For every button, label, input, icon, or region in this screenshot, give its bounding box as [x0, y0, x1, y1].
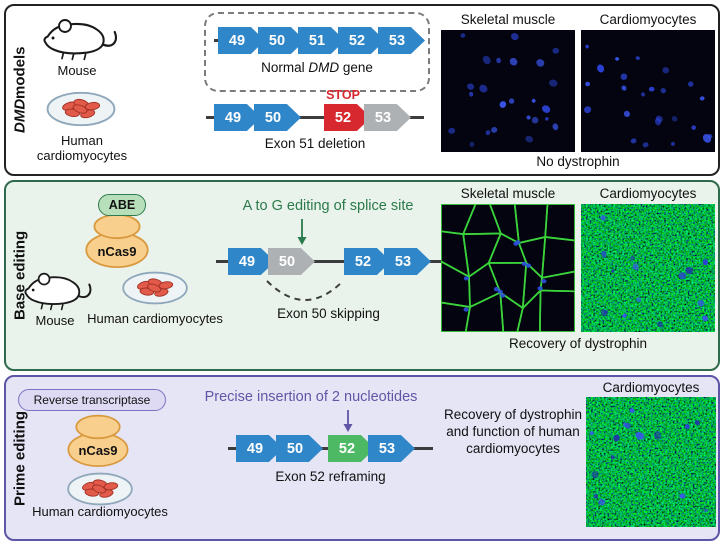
base-edit-description: A to G editing of splice site	[242, 198, 414, 214]
exon-52-reframed: 52	[328, 435, 375, 462]
reverse-transcriptase-badge: Reverse transcriptase	[18, 389, 166, 411]
exon-53: 53	[368, 435, 415, 462]
exon-49: 49	[228, 248, 275, 275]
result-no-dystrophin: No dystrophin	[536, 154, 620, 169]
exon-52-stop: 52	[324, 104, 371, 131]
prime-edit-description: Precise insertion of 2 nucleotides	[204, 389, 418, 405]
micrograph-title-cardiomyocytes: Cardiomyocytes	[599, 186, 697, 201]
exon-50: 50	[258, 27, 305, 54]
normal-gene-box: 49 50 51 52 53 Normal DMD gene	[204, 12, 430, 92]
panel-label-dmd-rest: models	[11, 46, 29, 100]
petri-dish-icon	[122, 271, 188, 305]
human-cardiomyocytes-label: Human cardiomyocytes	[87, 311, 223, 326]
panel-label-dmd-italic: DMD	[11, 99, 29, 134]
petri-dish-icon	[67, 472, 133, 506]
ncas9-label: nCas9	[78, 443, 118, 458]
gene-line	[216, 260, 441, 263]
prime-editing-gene-row: 49 50 52 53	[228, 435, 433, 462]
mouse-label: Mouse	[57, 63, 97, 78]
normal-gene-caption: Normal DMD gene	[206, 60, 428, 75]
reframing-caption: Exon 52 reframing	[275, 469, 386, 484]
ncas9-icon	[67, 414, 129, 467]
micrograph-title-cardiomyocytes: Cardiomyocytes	[602, 380, 700, 395]
panel-prime-editing: Prime editing Reverse transcriptase nCas…	[4, 375, 720, 541]
exon-skip-arc-icon	[266, 280, 344, 301]
normal-gene-caption-post: gene	[339, 60, 373, 75]
ncas9-icon	[85, 213, 149, 268]
micrograph-skeletal-muscle-dystrophin	[441, 204, 575, 332]
exon-53: 53	[378, 27, 425, 54]
exon-51: 51	[298, 27, 345, 54]
exon-53: 53	[384, 248, 431, 275]
mouse-icon	[24, 272, 92, 311]
normal-gene-caption-italic: DMD	[308, 60, 340, 75]
skipping-caption: Exon 50 skipping	[277, 306, 380, 321]
base-editing-gene-row: 49 50 52 53	[216, 248, 441, 275]
micrograph-cardiomyocytes-prime	[586, 397, 716, 527]
deletion-caption: Exon 51 deletion	[264, 136, 366, 151]
exon-50: 50	[276, 435, 323, 462]
exon-49: 49	[214, 104, 261, 131]
normal-gene-caption-pre: Normal	[261, 60, 309, 75]
exon-50: 50	[254, 104, 301, 131]
exon-52: 52	[344, 248, 391, 275]
micrograph-cardiomyocytes-dystrophin	[581, 204, 715, 332]
micrograph-title-cardiomyocytes: Cardiomyocytes	[599, 12, 697, 27]
ncas9-label: nCas9	[97, 244, 137, 259]
micrograph-cardiomyocytes-no-dystrophin	[581, 30, 715, 152]
panel-base-editing: Base editing nCas9 ABE Mouse	[4, 180, 720, 371]
exon-49: 49	[236, 435, 283, 462]
exon-53-out-of-frame: 53	[364, 104, 411, 131]
deletion-gene-row: STOP 49 50 52 53	[206, 88, 424, 131]
human-cardiomyocytes-label: Human cardiomyocytes	[32, 504, 168, 519]
mouse-label: Mouse	[35, 313, 75, 328]
stop-codon-label: STOP	[326, 88, 360, 102]
micrograph-title-skeletal-muscle: Skeletal muscle	[460, 12, 556, 27]
abe-badge: ABE	[98, 194, 146, 216]
panel-dmd-models: DMD models Mouse Human cardiomyocytes	[4, 4, 720, 176]
micrograph-title-skeletal-muscle: Skeletal muscle	[460, 186, 556, 201]
human-cardiomyocytes-label: Human cardiomyocytes	[36, 133, 128, 163]
micrograph-skeletal-muscle-no-dystrophin	[441, 30, 575, 152]
exon-50-skipped: 50	[268, 248, 315, 275]
exon-52: 52	[338, 27, 385, 54]
gene-line	[206, 116, 424, 119]
edit-arrow-icon	[343, 410, 353, 432]
petri-dish-icon	[46, 91, 116, 127]
result-recovery-of-dystrophin: Recovery of dystrophin	[508, 336, 648, 351]
normal-gene-row: 49 50 51 52 53	[214, 27, 425, 54]
mouse-icon	[43, 19, 117, 61]
exon-49: 49	[218, 27, 265, 54]
result-recovery-text: Recovery of dystrophin and function of h…	[443, 407, 583, 456]
edit-arrow-icon	[297, 219, 307, 245]
